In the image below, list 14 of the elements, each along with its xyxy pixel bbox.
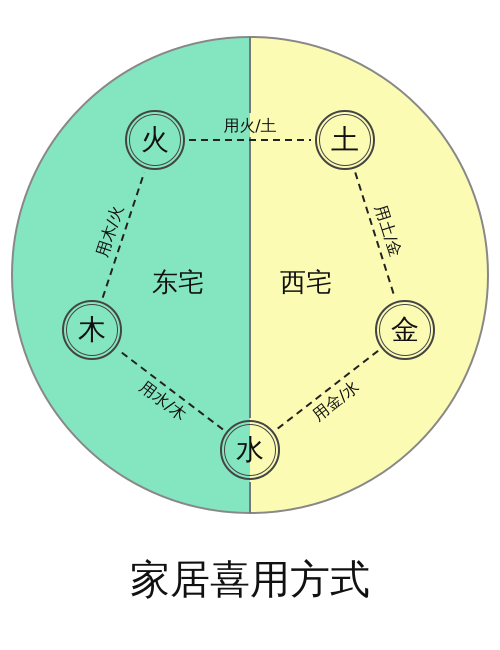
region-label: 西宅 <box>280 270 332 296</box>
element-circle-node: 金 <box>375 300 435 360</box>
element-circle-node: 火 <box>125 110 185 170</box>
edge-label: 用土/金 <box>372 202 404 259</box>
connector-line <box>189 139 311 141</box>
edge-label: 用木/火 <box>94 202 126 258</box>
edge-label: 用金/水 <box>310 378 362 424</box>
element-circle-node: 土 <box>315 110 375 170</box>
diagram-title: 家居喜用方式 <box>129 560 371 600</box>
edge-label: 用水/木 <box>136 378 189 424</box>
element-circle-node: 木 <box>62 300 122 360</box>
connector-line <box>276 350 379 430</box>
connector-line <box>102 172 146 298</box>
region-label: 东宅 <box>152 270 204 296</box>
